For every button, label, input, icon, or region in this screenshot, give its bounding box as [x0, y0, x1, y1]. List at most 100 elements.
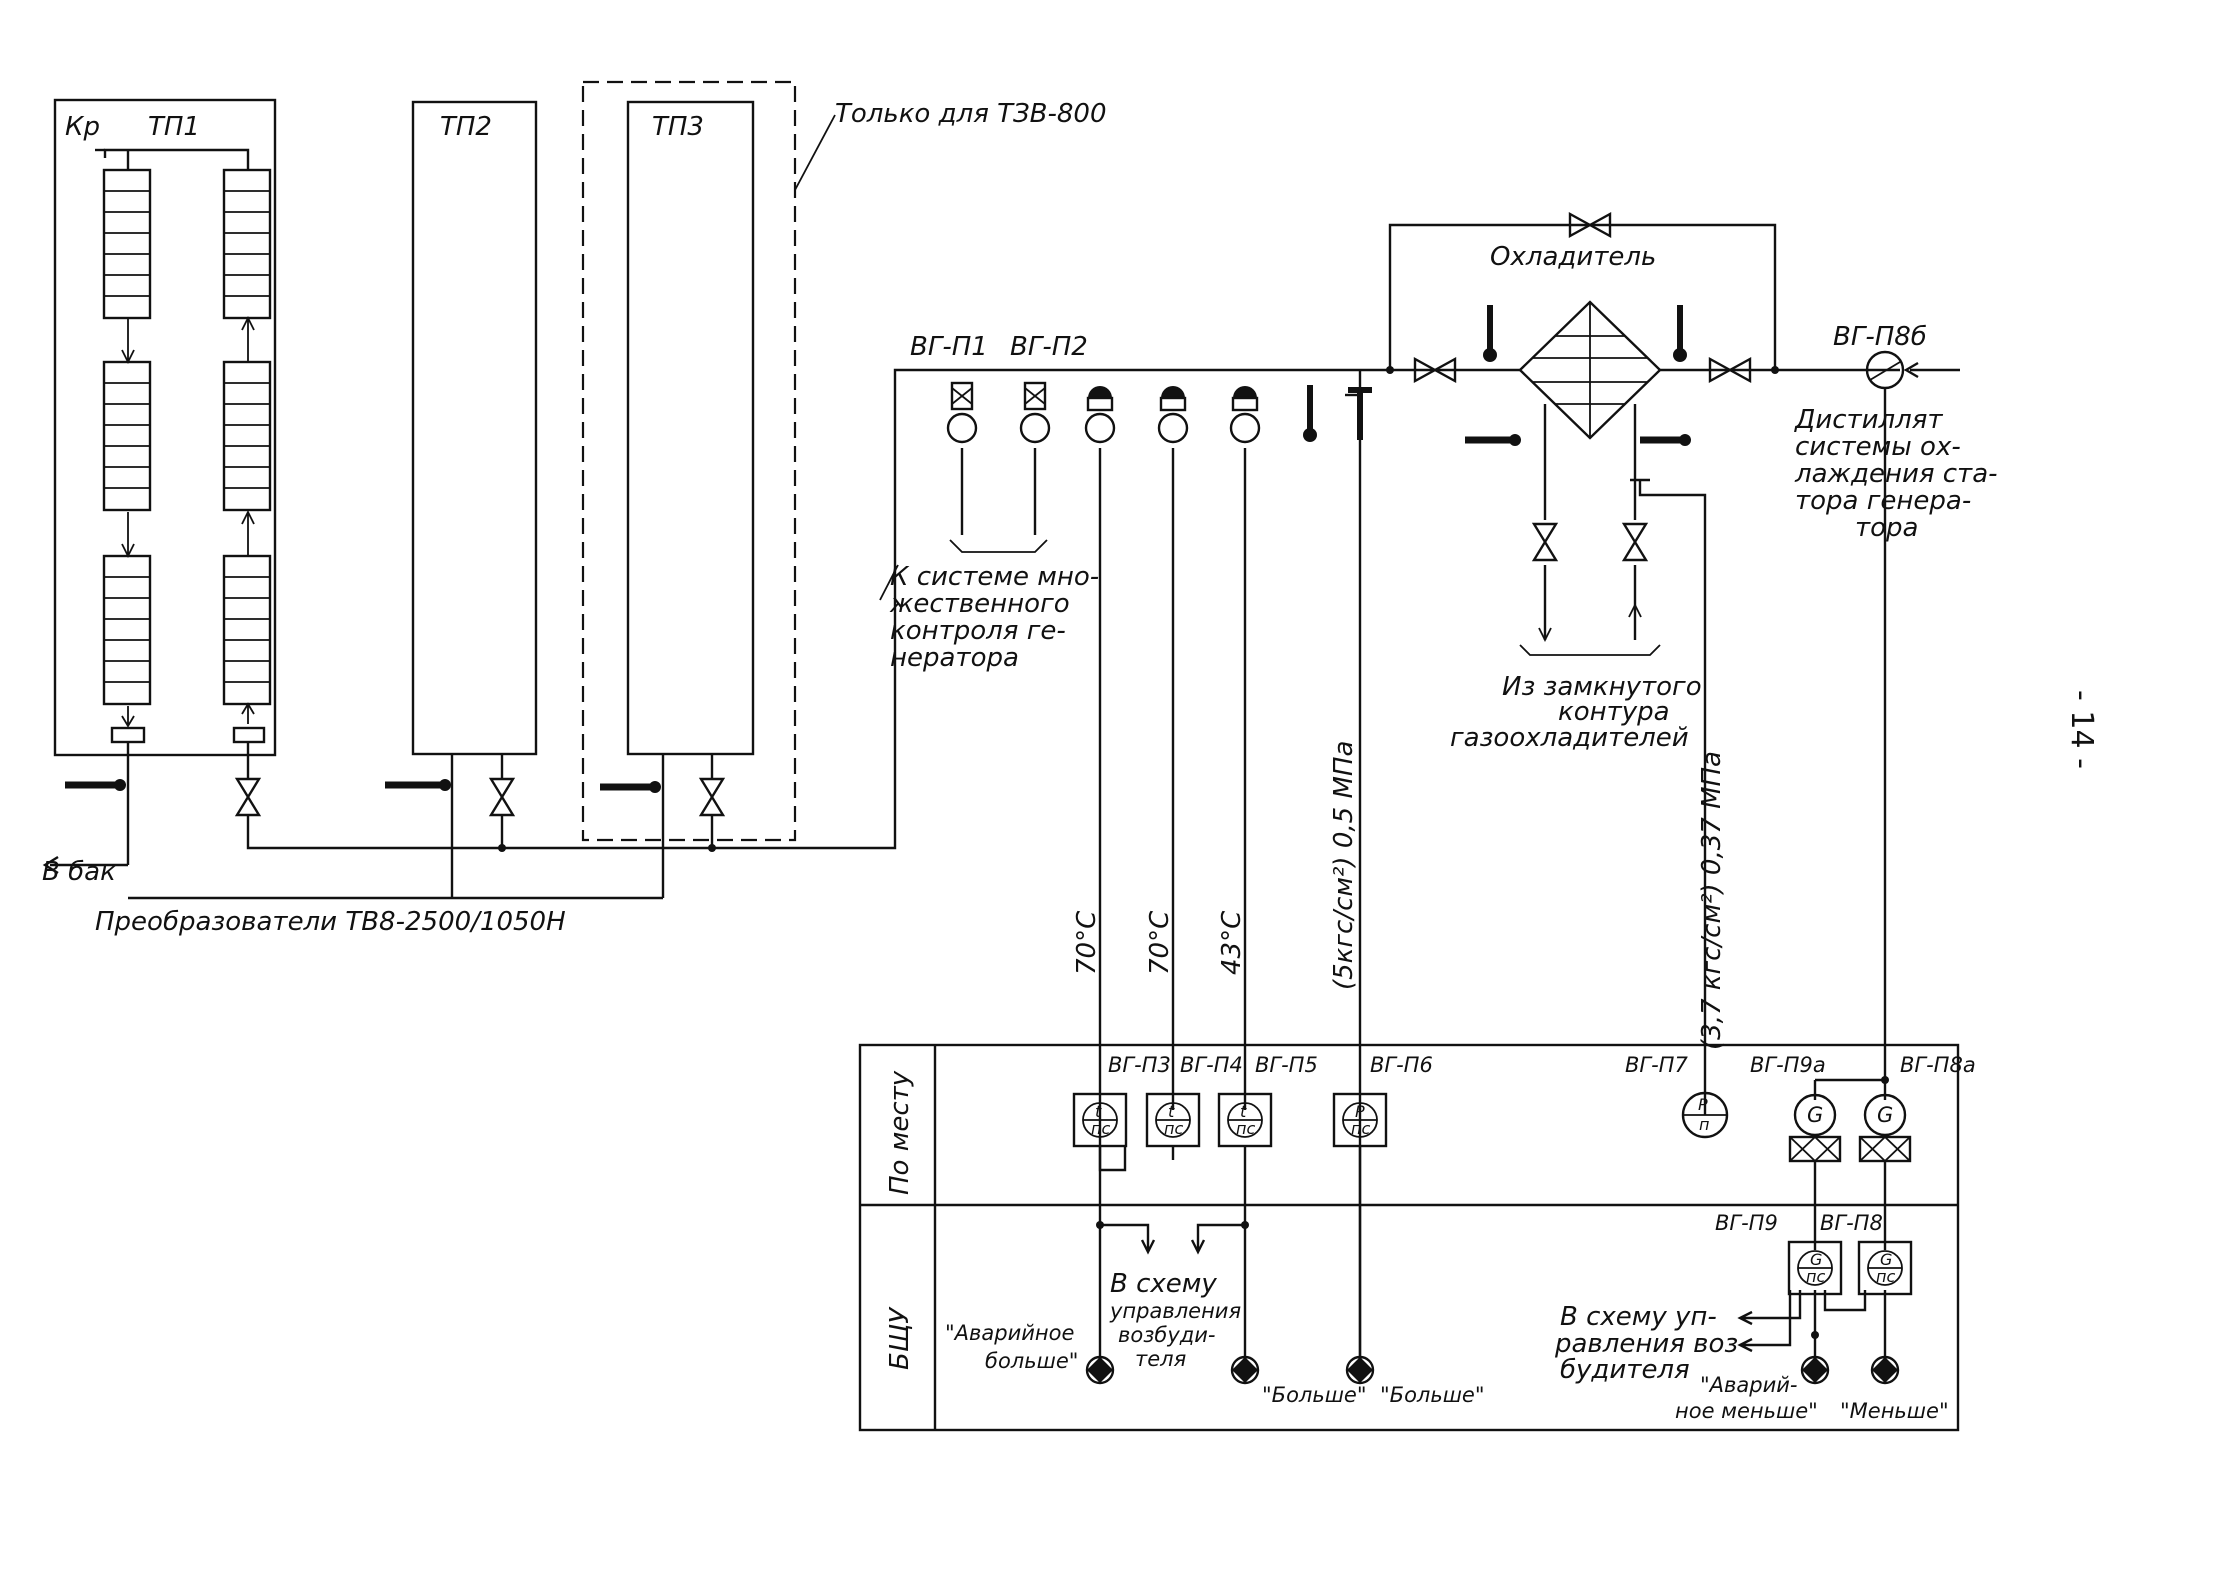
to-exciter-1c: возбуди-	[1118, 1323, 1216, 1347]
multi-control-4: нератора	[890, 643, 1019, 673]
coil-stacks	[102, 168, 272, 706]
control-table: По месту БЩУ ВГ-П3 ВГ-П4 ВГ-П5 ВГ-П6 ВГ-…	[858, 1043, 1976, 1432]
transformer-tp3: ТП3 Только для ТЗВ-800	[581, 80, 1107, 842]
valve-icon	[234, 777, 262, 817]
converters-label: Преобразователи ТВ8-2500/1050Н	[95, 907, 566, 937]
instrument-box-icon: tпс	[1217, 1092, 1273, 1148]
svg-text:G: G	[1880, 1250, 1892, 1269]
signal-emergency-less-1: "Аварий-	[1700, 1373, 1797, 1397]
transformer-tp1: Кр ТП1	[53, 98, 277, 757]
only-tzv800-note: Только для ТЗВ-800	[835, 99, 1107, 129]
svg-text:t: t	[1240, 1102, 1247, 1121]
vg-p2-label: ВГ-П2	[1010, 332, 1088, 362]
vg-p9-label: ВГ-П9	[1715, 1211, 1778, 1235]
vg-p5-label: ВГ-П5	[1255, 1053, 1318, 1077]
distillate-2: системы ох-	[1795, 432, 1961, 462]
coil-stack	[102, 168, 152, 320]
to-tank-label: В бак	[42, 857, 116, 887]
transmitter-icon: G	[1858, 1093, 1912, 1163]
coil-stack	[222, 360, 272, 512]
distillate-3: лаждения ста-	[1794, 459, 1998, 489]
coil-stack	[222, 554, 272, 706]
svg-text:t: t	[1168, 1102, 1175, 1121]
header-sensors: ВГ-П1 ВГ-П2 К системе мно- жественного к…	[879, 332, 1372, 1380]
resistance-thermometer-icon	[1019, 381, 1051, 444]
distillate-4: тора генера-	[1795, 486, 1971, 516]
svg-text:пс: пс	[1236, 1119, 1255, 1138]
signal-emergency-less-2: ное меньше"	[1675, 1399, 1818, 1423]
signal-emergency-more-2: больше"	[985, 1349, 1078, 1373]
vg-p3-label: ВГ-П3	[1108, 1053, 1171, 1077]
tp2-label: ТП2	[440, 112, 492, 142]
signal-lamp-icon	[1870, 1355, 1900, 1385]
svg-text:пс: пс	[1164, 1119, 1183, 1138]
svg-text:G: G	[1810, 1250, 1822, 1269]
svg-text:пс: пс	[1806, 1267, 1825, 1286]
svg-text:п: п	[1699, 1115, 1709, 1134]
pressure-gauge-icon: Pп	[1681, 1091, 1729, 1139]
signal-less: "Меньше"	[1840, 1399, 1949, 1423]
transformer-tp2: ТП2	[411, 100, 538, 756]
signal-lamp-icon	[1085, 1355, 1115, 1385]
transmitter-icon: G	[1788, 1093, 1842, 1163]
svg-text:t: t	[1095, 1102, 1102, 1121]
temp-43: 43°С	[1217, 910, 1247, 975]
pressure-037: (3,7 кгс/см²) 0,37 МПа	[1697, 751, 1727, 1050]
coil-stack	[102, 360, 152, 512]
closed-loop-1: Из замкнутого	[1502, 672, 1702, 702]
valve-icon	[1531, 522, 1559, 562]
cooler-label: Охладитель	[1490, 242, 1656, 272]
svg-text:пс: пс	[1351, 1119, 1370, 1138]
closed-loop-2: контура	[1558, 697, 1670, 727]
cooler-unit: Охладитель Из замкнутого контура газоохл…	[1386, 223, 1998, 1115]
tp1-label: ТП1	[148, 112, 200, 142]
tp3-label: ТП3	[652, 112, 704, 142]
manometric-thermometer-icon	[1229, 386, 1261, 444]
vg-p8-label: ВГ-П8	[1820, 1211, 1883, 1235]
valve-icon	[1568, 211, 1612, 239]
valve-icon	[1621, 522, 1649, 562]
multi-control-1: К системе мно-	[890, 562, 1099, 592]
vg-p7-label: ВГ-П7	[1625, 1053, 1688, 1077]
signal-more-2: "Больше"	[1380, 1383, 1485, 1407]
valve-icon	[1413, 356, 1457, 384]
to-exciter-2a: В схему уп-	[1560, 1302, 1717, 1332]
manometric-thermometer-icon	[1084, 386, 1116, 444]
instrument-box-icon: tпс	[1145, 1092, 1201, 1148]
vg-p8b-label: ВГ-П8б	[1833, 322, 1927, 352]
coil-stack	[222, 168, 272, 320]
row-local-label: По месту	[885, 1070, 915, 1195]
to-exciter-2b: равления воз-	[1554, 1329, 1748, 1359]
distillate-5: тора	[1855, 513, 1919, 543]
vg-p9a-label: ВГ-П9а	[1750, 1053, 1826, 1077]
valve-icon	[1708, 356, 1752, 384]
valve-icon	[488, 777, 516, 817]
rotated-labels: 70°С 70°С 43°С (5кгс/см²) 0,5 МПа (3,7 к…	[1072, 690, 2099, 1050]
svg-text:G: G	[1807, 1103, 1823, 1127]
resistance-thermometer-icon	[946, 381, 978, 444]
page-number: - 14 -	[2064, 690, 2099, 769]
svg-text:пс: пс	[1876, 1267, 1895, 1286]
signal-lamp-icon	[1800, 1355, 1830, 1385]
svg-text:P: P	[1698, 1095, 1708, 1114]
vg-p1-label: ВГ-П1	[910, 332, 988, 362]
multi-control-3: контроля ге-	[890, 616, 1066, 646]
svg-text:G: G	[1877, 1103, 1893, 1127]
temperature-probes	[65, 305, 1691, 793]
pressure-05: (5кгс/см²) 0,5 МПа	[1329, 741, 1359, 990]
valve-icon	[698, 777, 726, 817]
vg-p4-label: ВГ-П4	[1180, 1053, 1243, 1077]
kr-label: Кр	[65, 112, 100, 142]
distillate-1: Дистиллят	[1794, 405, 1943, 435]
closed-loop-3: газоохладителей	[1450, 723, 1689, 753]
to-exciter-1b: управления	[1109, 1299, 1241, 1323]
to-exciter-2c: будителя	[1560, 1355, 1690, 1385]
multi-control-2: жественного	[889, 589, 1070, 619]
temp-70-1: 70°С	[1072, 910, 1102, 975]
manometric-thermometer-icon	[1157, 386, 1189, 444]
vg-p8a-label: ВГ-П8а	[1900, 1053, 1976, 1077]
to-exciter-1d: теля	[1135, 1347, 1186, 1371]
vg-p6-label: ВГ-П6	[1370, 1053, 1433, 1077]
to-exciter-1a: В схему	[1110, 1269, 1217, 1299]
